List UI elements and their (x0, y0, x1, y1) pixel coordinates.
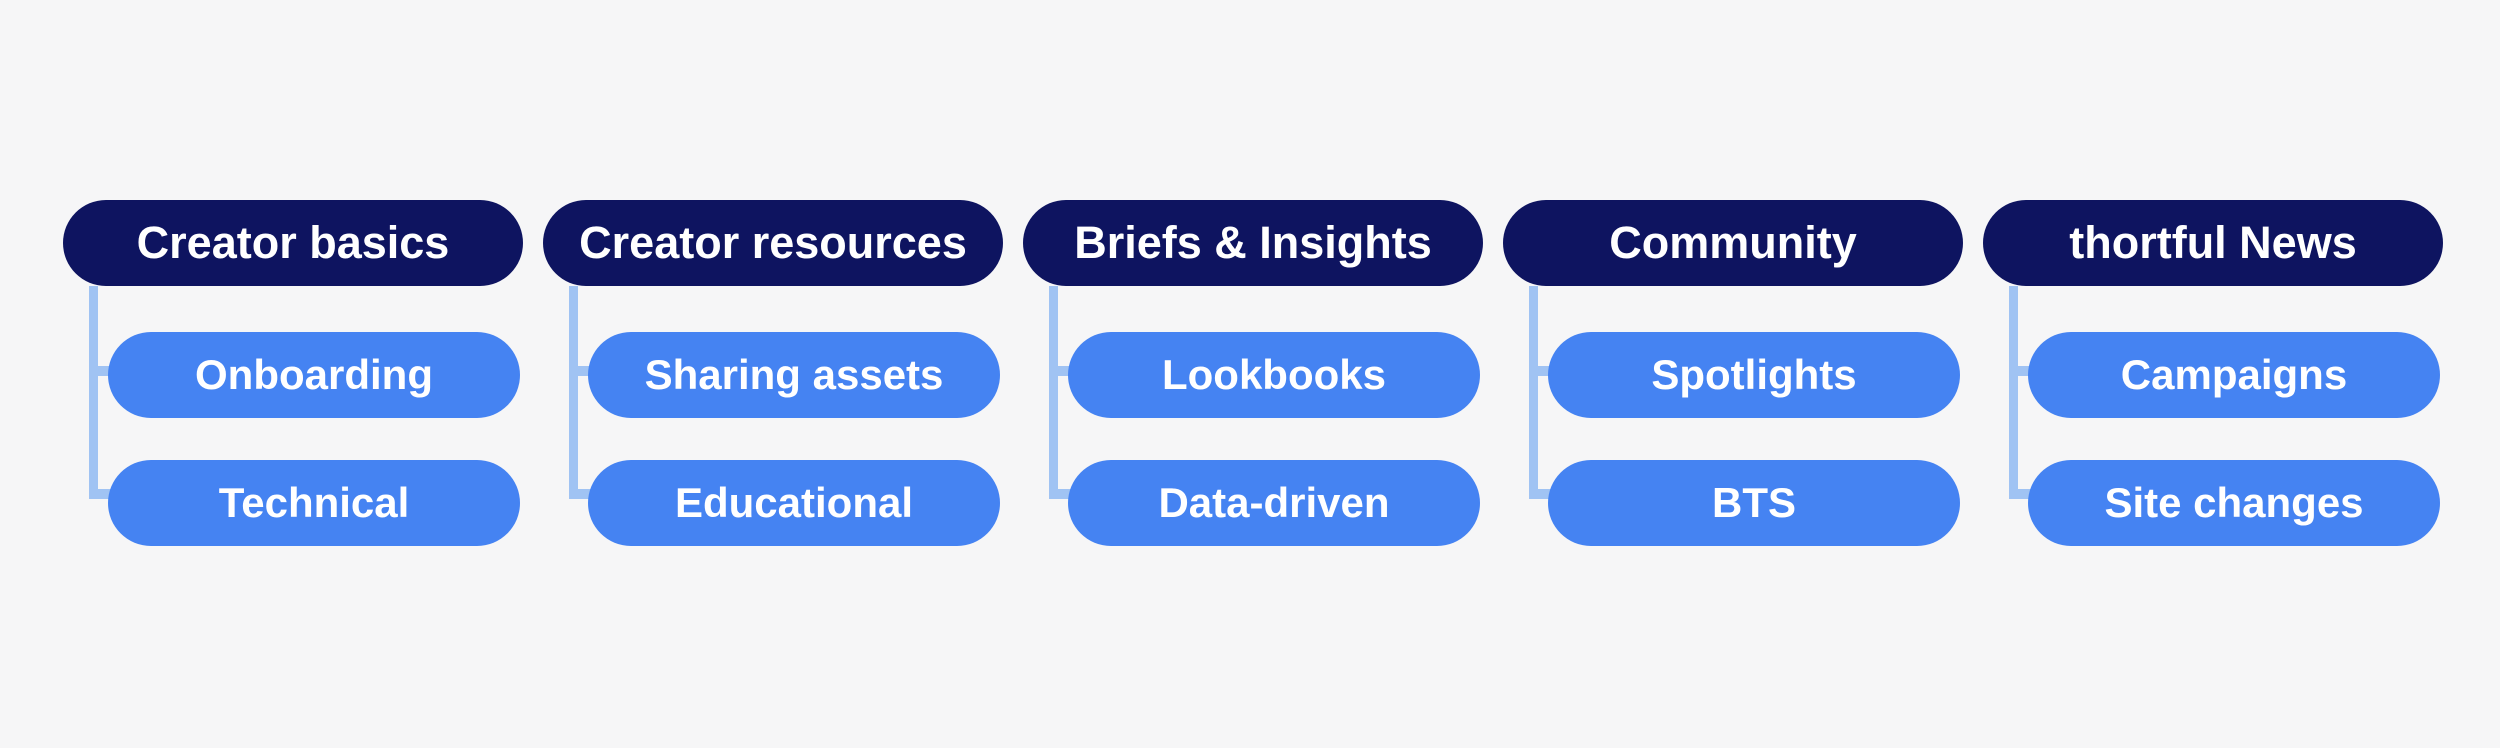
connector-vertical-line (569, 286, 578, 499)
connector-stub (1049, 489, 1083, 499)
category-header-pill: Briefs & Insights (1023, 200, 1483, 286)
subcategory-pill: Campaigns (2028, 332, 2440, 418)
connector-stub (2009, 489, 2043, 499)
connector-stub (89, 489, 123, 499)
connector-stub (89, 366, 123, 376)
subcategory-pill: Onboarding (108, 332, 520, 418)
subcategory-pill: Lookbooks (1068, 332, 1480, 418)
subcategory-pill: Data-driven (1068, 460, 1480, 546)
category-header-pill: Creator resources (543, 200, 1003, 286)
subcategory-pill: Site changes (2028, 460, 2440, 546)
connector-stub (569, 489, 603, 499)
connector-vertical-line (1529, 286, 1538, 499)
category-header-pill: thortful News (1983, 200, 2443, 286)
subcategory-pill: Technical (108, 460, 520, 546)
connector-stub (1529, 489, 1563, 499)
subcategory-pill: Spotlights (1548, 332, 1960, 418)
connector-vertical-line (1049, 286, 1058, 499)
subcategory-pill: Sharing assets (588, 332, 1000, 418)
subcategory-pill: Educational (588, 460, 1000, 546)
category-header-pill: Creator basics (63, 200, 523, 286)
category-header-pill: Community (1503, 200, 1963, 286)
connector-vertical-line (2009, 286, 2018, 499)
subcategory-pill: BTS (1548, 460, 1960, 546)
connector-vertical-line (89, 286, 98, 499)
connector-stub (1049, 366, 1083, 376)
connector-stub (2009, 366, 2043, 376)
connector-stub (1529, 366, 1563, 376)
connector-stub (569, 366, 603, 376)
